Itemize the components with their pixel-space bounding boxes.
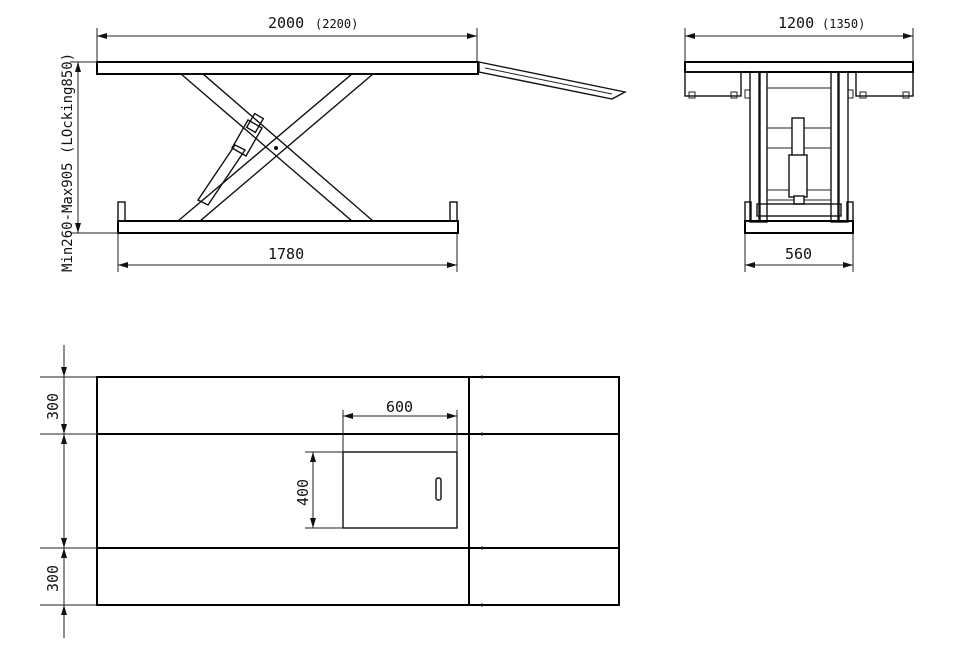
front-width-label: 1200 xyxy=(778,14,814,32)
extension-ramp xyxy=(478,61,628,100)
front-base xyxy=(744,201,854,234)
front-width-dimension: 1200 (1350) xyxy=(684,14,914,62)
front-left-extension xyxy=(684,71,742,97)
length-alt-label: (2200) xyxy=(315,17,358,31)
panel-height-dimension: 400 xyxy=(294,451,343,529)
panel-height-label: 400 xyxy=(294,479,312,506)
base-dim-label: 1780 xyxy=(268,245,304,263)
front-width-alt-label: (1350) xyxy=(822,17,865,31)
top-strip-label: 300 xyxy=(44,393,62,420)
panel-handle xyxy=(435,477,442,501)
hydraulic-cylinder xyxy=(196,112,265,206)
strip-dimensions: 300 300 xyxy=(40,345,97,638)
length-dim-label: 2000 xyxy=(268,14,304,32)
access-panel xyxy=(342,451,458,529)
side-view: 2000 (2200) Mi xyxy=(60,14,628,272)
panel-width-dimension: 600 xyxy=(342,398,458,452)
front-base-label: 560 xyxy=(785,245,812,263)
lift-base xyxy=(117,201,459,234)
top-view: 600 400 300 300 xyxy=(40,345,620,638)
length-dimension: 2000 (2200) xyxy=(96,14,478,62)
front-base-dimension: 560 xyxy=(744,233,854,272)
height-dim-label: Min260-Max905 (LOcking850) xyxy=(60,53,76,272)
scissor-arms xyxy=(176,73,375,222)
top-outline xyxy=(96,376,620,606)
lift-platform xyxy=(96,61,479,75)
front-right-extension xyxy=(855,71,914,97)
base-dimension: 1780 xyxy=(117,233,458,272)
bottom-strip-label: 300 xyxy=(44,565,62,592)
height-dimension: Min260-Max905 (LOcking850) xyxy=(60,53,118,272)
front-platform xyxy=(684,61,914,73)
front-rollers xyxy=(688,89,910,99)
front-cylinder xyxy=(788,117,808,205)
panel-width-label: 600 xyxy=(386,398,413,416)
front-view: 1200 (1350) xyxy=(684,14,914,272)
